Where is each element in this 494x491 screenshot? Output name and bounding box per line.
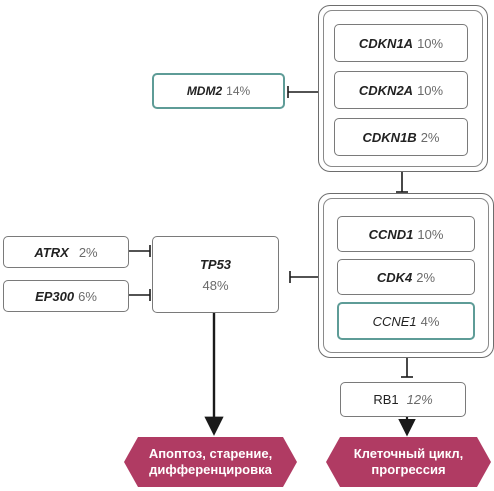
gene-label: CDK4 [376, 269, 413, 285]
outcome-line-1: Апоптоз, старение, [148, 446, 273, 461]
outcome-line-2: прогрессия [371, 462, 446, 477]
node-cdk4[interactable]: CDK4 2% [337, 259, 475, 295]
outcome-line-1: Клеточный цикл, [353, 446, 464, 461]
percent-label: 10% [417, 226, 444, 242]
outcome-apoptosis: Апоптоз, старение, дифференцировка [124, 437, 297, 487]
percent-label: 48% [202, 277, 229, 293]
outcome-cell-cycle: Клеточный цикл, прогрессия [326, 437, 491, 487]
node-ep300[interactable]: EP300 6% [3, 280, 129, 312]
gene-label: ATRX [34, 244, 69, 260]
percent-label: 12% [406, 392, 433, 407]
outcome-line-2: дифференцировка [149, 462, 272, 477]
gene-label: MDM2 [186, 84, 223, 98]
gene-label: RB1 [373, 392, 399, 407]
percent-label: 6% [78, 288, 97, 304]
gene-label: CCND1 [368, 226, 414, 242]
node-ccnd1[interactable]: CCND1 10% [337, 216, 475, 252]
percent-label: 14% [226, 84, 251, 98]
node-ccne1[interactable]: CCNE1 4% [337, 302, 475, 340]
outcome-label: Клеточный цикл, прогрессия [354, 446, 464, 478]
gene-label: CCNE1 [372, 313, 417, 329]
node-atrx[interactable]: ATRX 2% [3, 236, 129, 268]
outcome-shape [124, 437, 297, 487]
node-cdkn1a[interactable]: CDKN1A 10% [334, 24, 468, 62]
gene-label: TP53 [199, 256, 232, 272]
percent-label: 2% [416, 269, 436, 285]
gene-label: CDKN1B [362, 129, 417, 145]
node-tp53[interactable]: TP53 48% [152, 236, 279, 313]
percent-label: 10% [417, 35, 444, 51]
percent-label: 2% [78, 244, 98, 260]
node-mdm2[interactable]: MDM2 14% [152, 73, 285, 109]
node-cdkn2a[interactable]: CDKN2A 10% [334, 71, 468, 109]
node-rb1[interactable]: RB1 12% [340, 382, 466, 417]
percent-label: 4% [420, 313, 440, 329]
outcome-shape [326, 437, 491, 487]
node-cdkn1b[interactable]: CDKN1B 2% [334, 118, 468, 156]
outcome-label: Апоптоз, старение, дифференцировка [149, 446, 272, 478]
gene-label: CDKN1A [358, 35, 414, 51]
percent-label: 10% [417, 82, 444, 98]
gene-label: EP300 [35, 288, 75, 304]
percent-label: 2% [420, 129, 440, 145]
gene-label: CDKN2A [358, 82, 414, 98]
